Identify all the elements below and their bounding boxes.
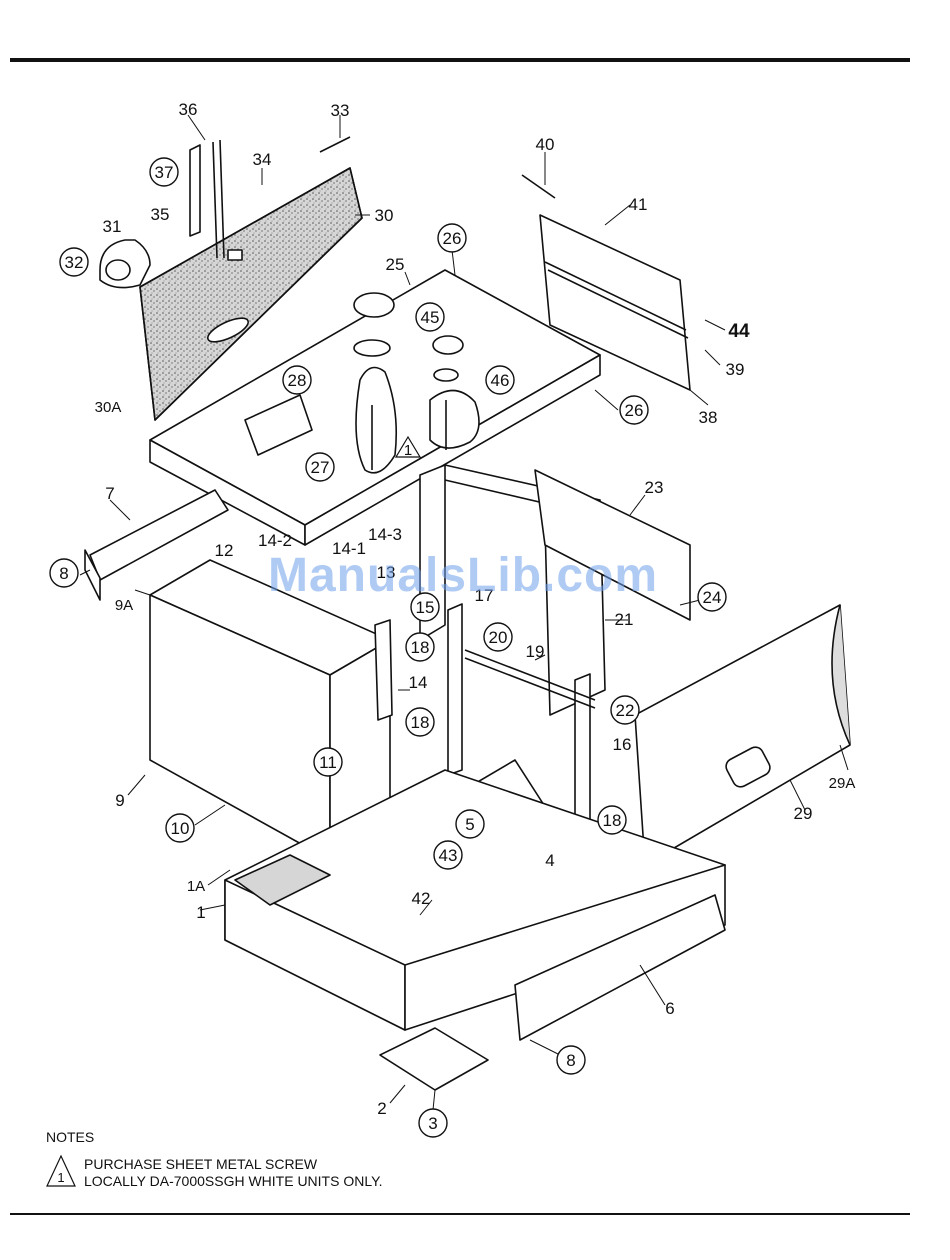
callout-5: 5 — [465, 815, 474, 834]
label-6: 6 — [665, 999, 674, 1018]
callout-11: 11 — [319, 753, 337, 772]
label-1: 1 — [196, 903, 205, 922]
label-23: 23 — [645, 478, 664, 497]
notes-heading: NOTES — [46, 1129, 94, 1145]
label-4: 4 — [545, 851, 554, 870]
label-21: 21 — [615, 610, 634, 629]
callout-46: 46 — [491, 371, 510, 390]
label-40: 40 — [536, 135, 555, 154]
label-29: 29 — [794, 804, 813, 823]
callout-10: 10 — [171, 819, 190, 838]
label-29a: 29A — [829, 775, 856, 792]
label-30: 30 — [375, 206, 394, 225]
warning-triangle-icon: 1 — [46, 1154, 76, 1188]
label-19: 19 — [526, 642, 545, 661]
label-33: 33 — [331, 101, 350, 120]
note-line-1: PURCHASE SHEET METAL SCREW — [84, 1156, 383, 1173]
warning-number: 1 — [404, 442, 412, 459]
callout-3: 3 — [428, 1114, 437, 1133]
watermark: ManualsLib.com — [268, 548, 658, 603]
callout-26-top: 26 — [443, 229, 462, 248]
note-line-2: LOCALLY DA-7000SSGH WHITE UNITS ONLY. — [84, 1173, 383, 1190]
callout-8-bottom: 8 — [566, 1051, 575, 1070]
callout-18-c: 18 — [603, 811, 622, 830]
label-36: 36 — [179, 100, 198, 119]
label-34: 34 — [253, 150, 272, 169]
callout-32: 32 — [65, 253, 84, 272]
label-9a: 9A — [115, 597, 133, 614]
label-7: 7 — [105, 484, 114, 503]
label-14: 14 — [409, 673, 428, 692]
label-1a: 1A — [187, 878, 205, 895]
callout-27: 27 — [311, 458, 330, 477]
callout-26-right: 26 — [625, 401, 644, 420]
label-30a: 30A — [95, 399, 122, 416]
label-31: 31 — [103, 217, 122, 236]
callout-8-left: 8 — [59, 564, 68, 583]
label-41: 41 — [629, 195, 648, 214]
callout-37: 37 — [155, 163, 174, 182]
label-35: 35 — [151, 205, 170, 224]
note-text: PURCHASE SHEET METAL SCREW LOCALLY DA-70… — [84, 1156, 383, 1190]
label-16: 16 — [613, 735, 632, 754]
callout-24: 24 — [703, 588, 722, 607]
callout-18-a: 18 — [411, 638, 430, 657]
callout-20: 20 — [489, 628, 508, 647]
label-9: 9 — [115, 791, 124, 810]
label-2: 2 — [377, 1099, 386, 1118]
note-1: 1 PURCHASE SHEET METAL SCREW LOCALLY DA-… — [46, 1154, 526, 1194]
side-panel-29 — [635, 605, 850, 865]
plate-2 — [380, 1028, 488, 1090]
label-39: 39 — [726, 360, 745, 379]
callout-43: 43 — [439, 846, 458, 865]
callout-45: 45 — [421, 308, 440, 327]
latch-31 — [100, 240, 150, 288]
callout-28: 28 — [288, 371, 307, 390]
label-25: 25 — [386, 255, 405, 274]
callout-18-b: 18 — [411, 713, 430, 732]
label-38: 38 — [699, 408, 718, 427]
note-symbol: 1 — [57, 1170, 64, 1185]
bottom-rule — [10, 1213, 910, 1215]
label-14-3: 14-3 — [368, 525, 402, 544]
label-44: 44 — [728, 321, 750, 342]
callout-22: 22 — [616, 701, 635, 720]
label-12: 12 — [215, 541, 234, 560]
label-42: 42 — [412, 889, 431, 908]
